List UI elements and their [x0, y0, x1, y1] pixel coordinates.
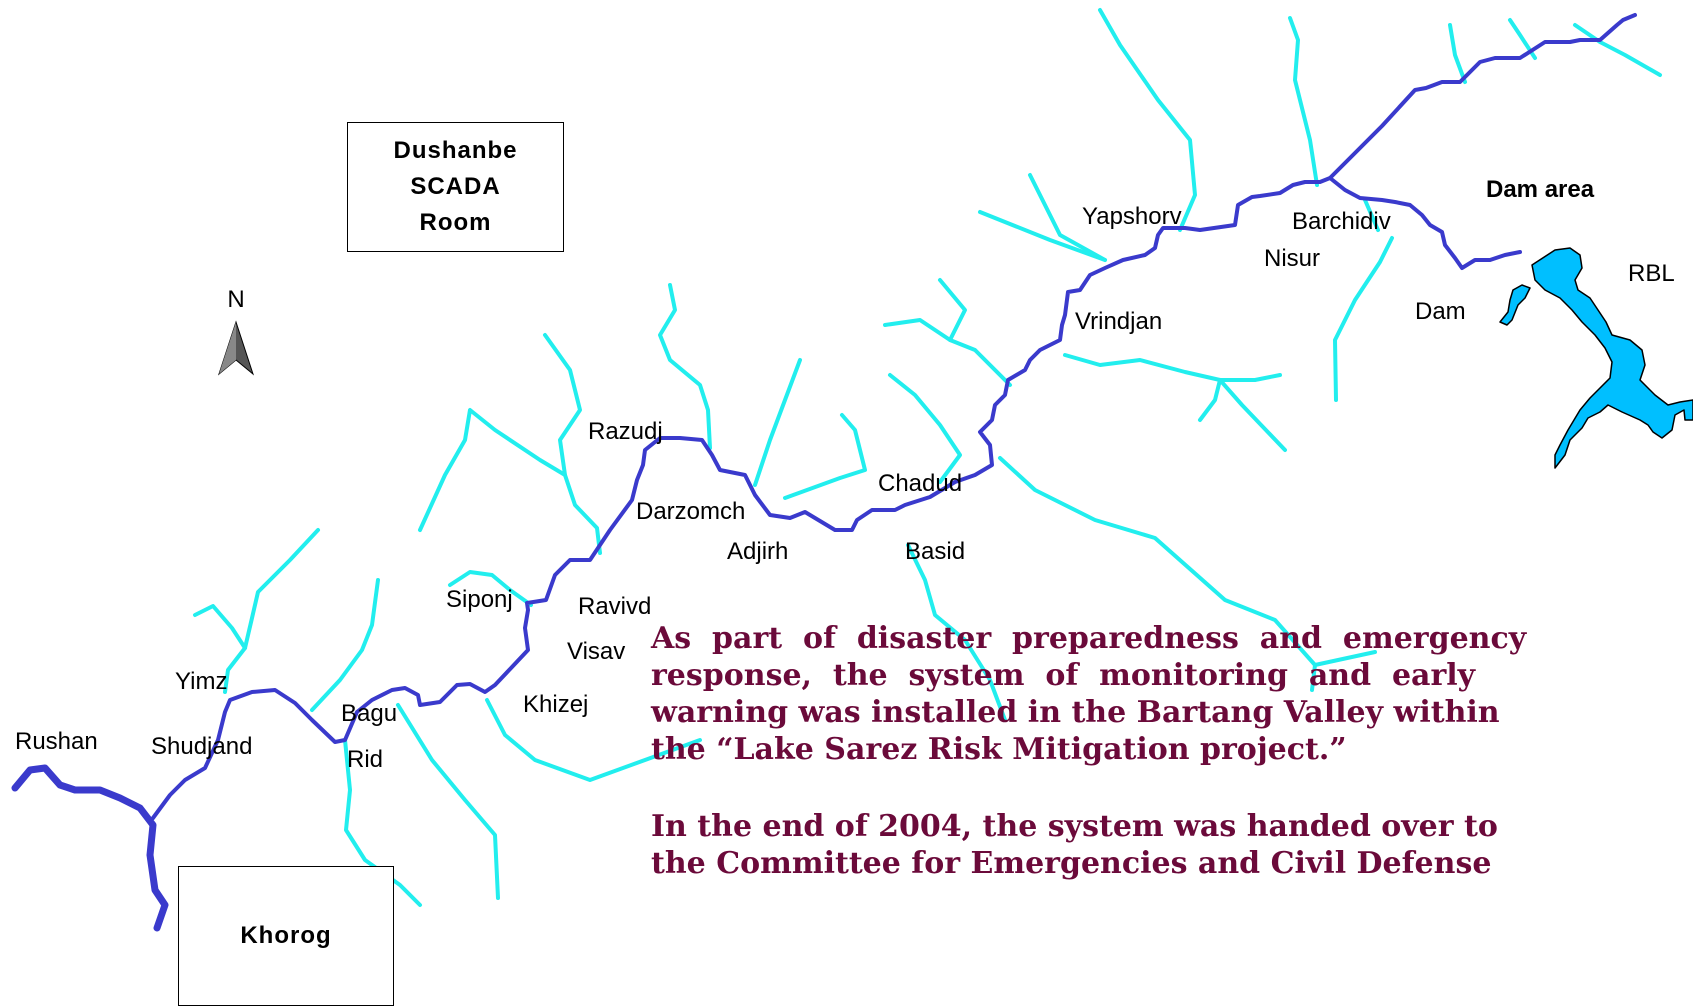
tributary: [883, 318, 1012, 387]
tributary: [658, 283, 712, 450]
tributary: [1028, 173, 1107, 262]
tributary: [998, 456, 1377, 667]
paragraph-1-line-4: the “Lake Sarez Risk Mitigation project.…: [651, 732, 1347, 767]
tributary: [978, 210, 1107, 262]
tributary: [1598, 40, 1662, 77]
paragraph-2-line-1: In the end of 2004, the system was hande…: [651, 809, 1498, 844]
dushanbe-box-line-1: Dushanbe: [393, 137, 518, 164]
tributary: [193, 604, 247, 650]
river-lower-course: [11, 764, 169, 932]
paragraph-2: In the end of 2004, the system was hande…: [651, 808, 1693, 882]
settlement-vrindjan: Vrindjan: [1075, 308, 1163, 335]
north-indicator: N: [216, 286, 256, 381]
description-text: As part of disaster preparedness and eme…: [651, 620, 1693, 882]
tributary: [310, 578, 380, 712]
paragraph-1-line-3: warning was installed in the Bartang Val…: [651, 695, 1500, 730]
tributary: [1098, 8, 1197, 232]
tributary: [543, 333, 582, 477]
tributary: [753, 358, 802, 487]
khorog-box-label: Khorog: [240, 922, 332, 949]
tributary: [783, 413, 867, 500]
lake-small-dam-pond: [1499, 284, 1531, 326]
settlement-yapshorv: Yapshorv: [1082, 203, 1182, 230]
tributary: [888, 373, 962, 484]
settlement-siponj: Siponj: [446, 586, 513, 613]
dam-area-label: Dam area: [1486, 176, 1595, 203]
tributary: [1063, 353, 1282, 382]
tributary: [1288, 16, 1319, 187]
tributary: [448, 570, 533, 607]
settlement-rid: Rid: [347, 746, 384, 773]
settlement-shudjand: Shudjand: [151, 733, 253, 760]
label-dam: Dam: [1415, 298, 1466, 325]
paragraph-1: As part of disaster preparedness and eme…: [651, 620, 1693, 768]
dushanbe-box-line-2: SCADA: [410, 173, 501, 200]
settlement-nisur: Nisur: [1264, 245, 1321, 272]
settlement-darzomch: Darzomch: [636, 498, 746, 525]
tributary: [1363, 198, 1380, 232]
north-label: N: [227, 286, 245, 313]
settlement-razudj: Razudj: [588, 418, 663, 445]
main-river: [11, 13, 1637, 932]
dushanbe-scada-room-box: Dushanbe SCADA Room: [347, 122, 564, 252]
tributary: [223, 528, 320, 694]
settlement-ravivd: Ravivd: [578, 593, 652, 620]
river-upper-branch: [1328, 176, 1522, 270]
settlement-khizej: Khizej: [523, 691, 589, 718]
settlement-yimz: Yimz: [175, 668, 228, 695]
dushanbe-box-line-3: Room: [419, 209, 492, 236]
tributary: [485, 698, 702, 782]
north-arrow-icon: [217, 320, 255, 376]
paragraph-2-line-2: the Committee for Emergencies and Civil …: [651, 846, 1492, 881]
tributary: [906, 543, 1007, 722]
tributaries: [193, 8, 1662, 907]
tributary: [1310, 663, 1317, 692]
settlement-bagu: Bagu: [341, 700, 398, 727]
tributary: [1448, 23, 1467, 84]
tributary: [396, 703, 500, 900]
settlement-chadud: Chadud: [878, 470, 963, 497]
khorog-box: Khorog: [178, 866, 394, 1006]
tributary: [418, 408, 602, 555]
settlement-rushan: Rushan: [15, 728, 98, 755]
lake-sarez-shape: [1531, 247, 1693, 469]
tributary: [343, 738, 422, 907]
settlement-visav: Visav: [567, 638, 626, 665]
tributary: [938, 278, 967, 342]
paragraph-1-line-2: response, the system of monitoring and e…: [651, 658, 1476, 693]
paragraph-1-line-1: As part of disaster preparedness and eme…: [651, 621, 1527, 656]
settlement-barchidiv: Barchidiv: [1292, 208, 1391, 235]
label-rbl: RBL: [1628, 260, 1675, 287]
tributary: [1198, 378, 1222, 422]
settlement-basid: Basid: [905, 538, 966, 565]
settlement-adjirh: Adjirh: [727, 538, 789, 565]
tributary: [1333, 236, 1394, 402]
tributary: [1218, 378, 1287, 452]
river-main-channel: [151, 13, 1637, 820]
lake-sarez: [1499, 247, 1693, 469]
